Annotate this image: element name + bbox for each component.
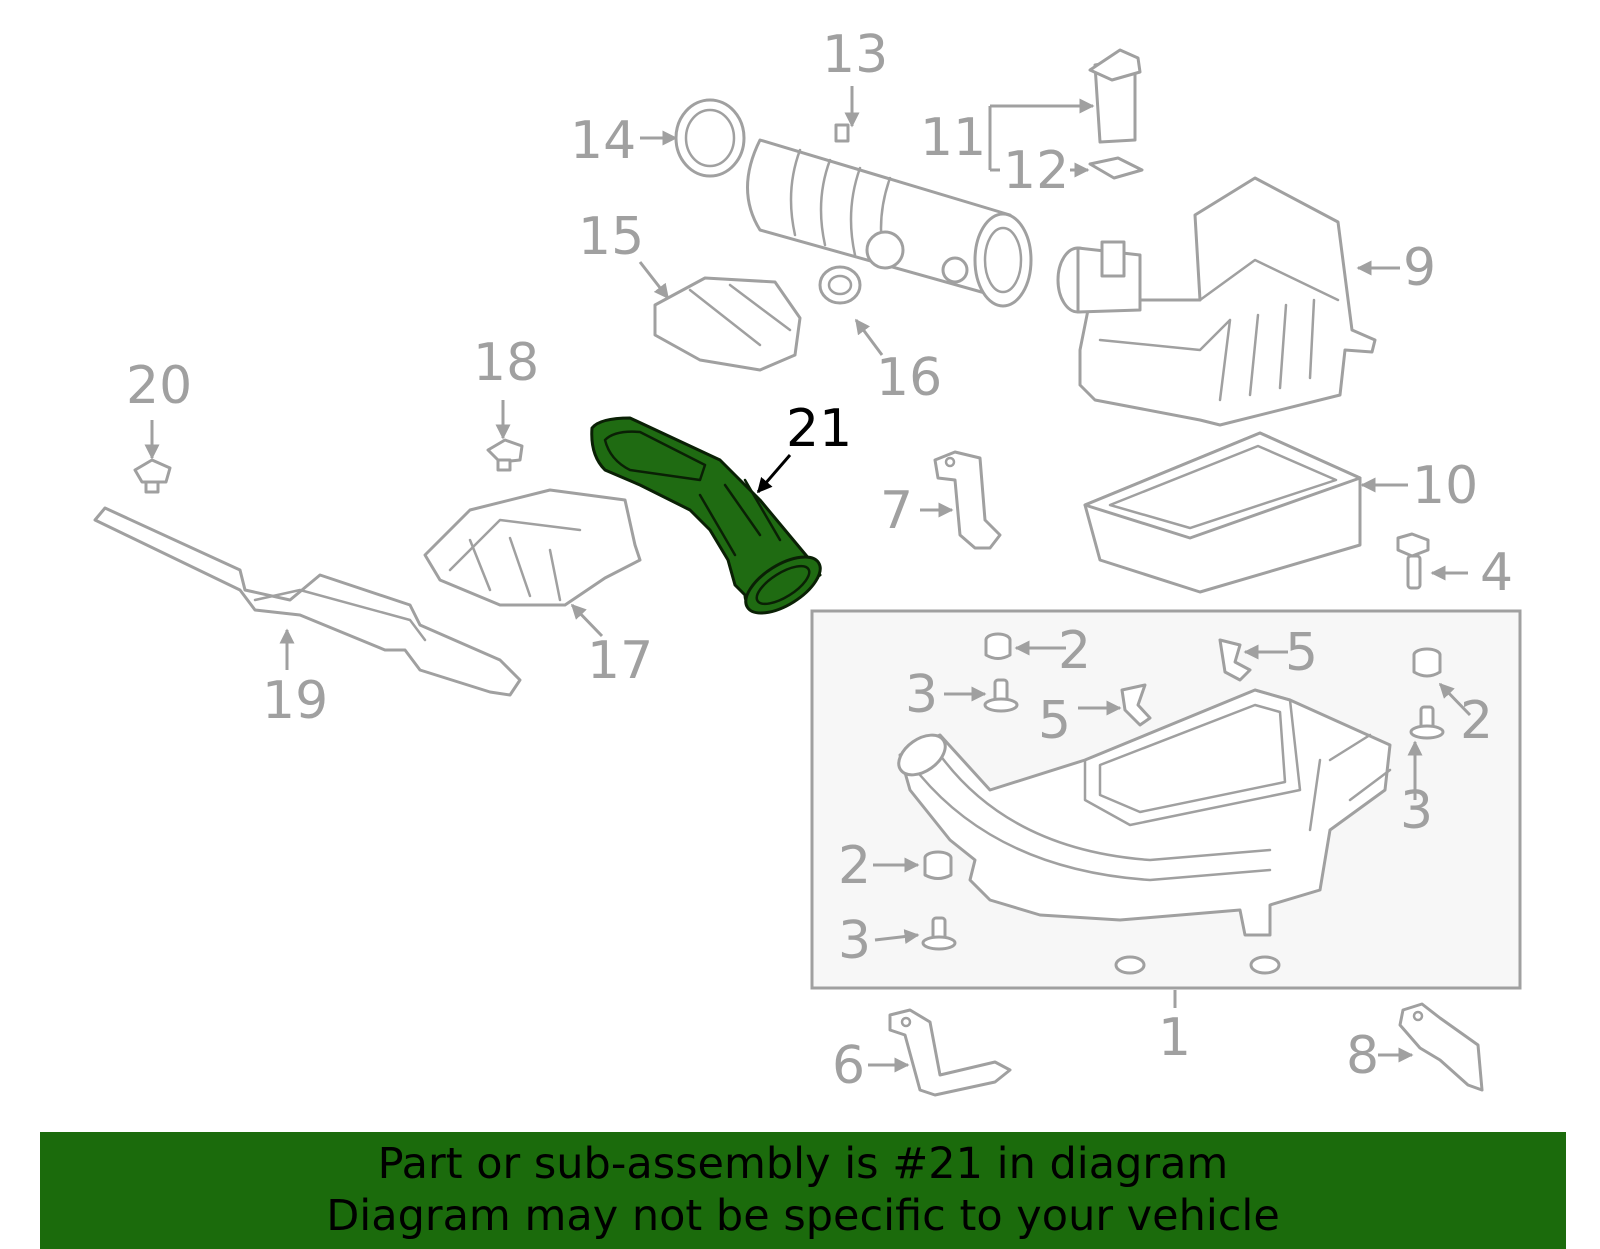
part-1-feet [1114, 955, 1281, 975]
part-5-clip-a[interactable] [1218, 638, 1252, 682]
part-3-pin-b[interactable] [1409, 705, 1445, 740]
callout-5b: 5 [1038, 691, 1071, 751]
part-21-intake-duct[interactable] [590, 416, 829, 624]
callout-15: 15 [578, 207, 644, 267]
callout-4: 4 [1480, 543, 1513, 603]
callout-17: 17 [587, 631, 653, 691]
callout-7: 7 [880, 481, 913, 541]
callout-6: 6 [832, 1036, 865, 1096]
callout-11: 11 [920, 108, 986, 168]
callout-16: 16 [876, 348, 942, 408]
callout-12: 12 [1003, 141, 1069, 201]
part-11-sensor[interactable] [1088, 48, 1142, 144]
callout-18: 18 [473, 333, 539, 393]
part-2-grommet-b[interactable] [1412, 647, 1442, 678]
part-10-filter[interactable] [1083, 431, 1362, 594]
part-12-seal[interactable] [1088, 156, 1144, 180]
info-banner: Part or sub-assembly is #21 in diagram D… [40, 1132, 1566, 1249]
part-6-bracket[interactable] [888, 1008, 1012, 1097]
part-1-lower-housing[interactable] [892, 688, 1392, 937]
callout-21: 21 [786, 399, 852, 459]
callout-19: 19 [262, 671, 328, 731]
callout-14: 14 [570, 111, 636, 171]
part-14-clamp[interactable] [674, 98, 746, 178]
part-3-pin-c[interactable] [921, 916, 957, 951]
part-15-cover[interactable] [653, 276, 802, 372]
part-2-grommet-a[interactable] [984, 632, 1012, 660]
part-9-upper-housing[interactable] [1056, 176, 1377, 427]
part-13-intake-tube[interactable] [746, 123, 1033, 308]
callout-labels: 13 14 11 12 9 15 16 10 4 7 17 18 20 19 2… [126, 25, 1513, 1096]
part-2-grommet-c[interactable] [923, 850, 953, 880]
part-7-bracket[interactable] [933, 450, 1002, 550]
part-20-clip[interactable] [133, 458, 172, 494]
part-18-clip[interactable] [486, 438, 524, 472]
part-17-duct[interactable] [423, 488, 642, 607]
banner-line-1: Part or sub-assembly is #21 in diagram [377, 1139, 1229, 1189]
callout-5a: 5 [1285, 623, 1318, 683]
callout-3a: 3 [905, 665, 938, 725]
callout-2a: 2 [1058, 621, 1091, 681]
callout-10: 10 [1412, 456, 1478, 516]
banner-line-2: Diagram may not be specific to your vehi… [326, 1191, 1280, 1241]
callout-9: 9 [1403, 238, 1436, 298]
callout-8: 8 [1346, 1026, 1379, 1086]
part-3-pin-a[interactable] [983, 678, 1019, 713]
part-19-long-duct[interactable] [93, 506, 522, 697]
part-4-bolt[interactable] [1396, 532, 1430, 590]
callout-3b: 3 [1400, 781, 1433, 841]
leader-lines [144, 86, 1472, 1073]
callout-2b: 2 [1460, 691, 1493, 751]
callout-2c: 2 [838, 836, 871, 896]
part-5-clip-b[interactable] [1120, 683, 1152, 727]
callout-1: 1 [1158, 1008, 1191, 1068]
callout-13: 13 [822, 25, 888, 85]
part-16-clamp[interactable] [818, 265, 862, 305]
callout-20: 20 [126, 356, 192, 416]
part-8-bracket[interactable] [1398, 1002, 1484, 1092]
callout-3c: 3 [838, 911, 871, 971]
